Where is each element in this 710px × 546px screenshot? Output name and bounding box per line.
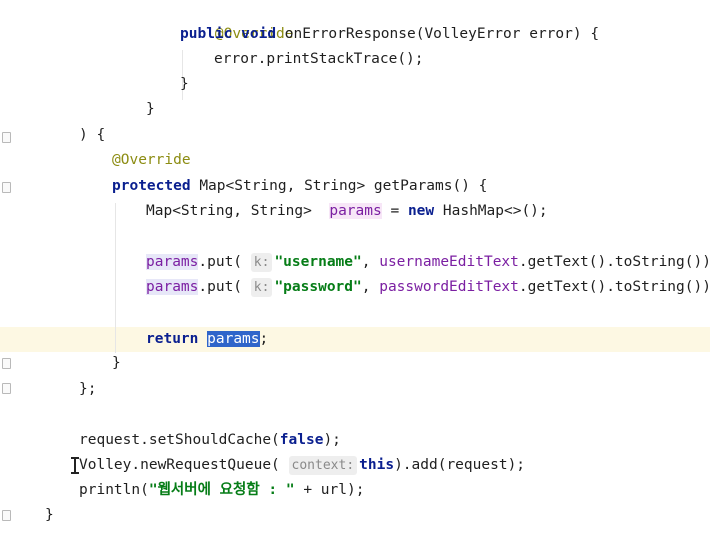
code-line[interactable]: } [146,97,155,122]
string-literal: "password" [274,279,362,295]
keyword-void: void [241,26,277,42]
call-end: + url); [294,482,365,498]
code-line[interactable]: } [45,503,54,528]
annotation: @Override [112,152,191,168]
code-line[interactable]: params.put( k:"password", passwordEditTe… [146,275,710,300]
field-reference: usernameEditText [379,254,519,270]
code-line[interactable]: request.setShouldCache(false); [79,428,341,453]
fold-marker-icon[interactable] [2,383,11,394]
keyword-public: public [180,26,233,42]
keyword-this: this [359,457,395,473]
keyword-new: new [407,203,435,219]
code-line[interactable]: protected Map<String, String> getParams(… [112,174,487,199]
operator: = [381,203,408,219]
code-line[interactable]: } [112,351,121,376]
variable-params: params [146,254,199,270]
method-signature: Map<String, String> getParams() { [199,178,488,194]
code-line[interactable]: @Override [112,148,191,173]
call-end: ); [323,432,341,448]
code-line[interactable]: params.put( k:"username", usernameEditTe… [146,250,710,275]
text-cursor-icon [71,457,79,474]
method-chain: .getText().toString()) [518,279,710,295]
closing-brace: } [146,101,155,117]
constructor-call: HashMap<>(); [442,203,548,219]
method-call: Volley.newRequestQueue( [79,457,280,473]
field-reference: passwordEditText [379,279,519,295]
fold-marker-icon[interactable] [2,358,11,369]
statement: error.printStackTrace(); [214,51,424,67]
fold-marker-icon[interactable] [2,132,11,143]
method-chain: ).add(request); [394,457,526,473]
method-call: .put( [198,279,243,295]
code-line[interactable]: error.printStackTrace(); [214,47,424,72]
closing-brace: } [112,355,121,371]
code-line[interactable]: } [180,72,189,97]
code-line[interactable]: ) { [79,123,105,148]
semicolon: ; [259,331,269,347]
parameter-hint: context: [288,456,358,475]
closing-brace: }; [79,381,97,397]
method-call: request.setShouldCache( [79,432,280,448]
open-block: ) { [79,127,106,143]
code-line[interactable]: Map<String, String> params = new HashMap… [146,199,548,224]
closing-brace: } [180,76,189,92]
parameter-hint: k: [250,253,273,272]
method-call: .put( [198,254,243,270]
selected-text[interactable]: params [207,331,260,347]
closing-brace: } [45,507,54,523]
separator: , [361,279,380,295]
indent-guide [115,203,116,353]
code-line[interactable]: println("웹서버에 요청함 : " + url); [79,478,364,503]
indent-guide [182,50,183,100]
keyword-false: false [279,432,324,448]
current-line-highlight [0,327,710,352]
code-line[interactable]: Volley.newRequestQueue( context:this).ad… [79,453,525,478]
method-call: println( [79,482,149,498]
separator: , [361,254,380,270]
string-literal: "username" [274,254,362,270]
fold-marker-icon[interactable] [2,510,11,521]
method-chain: .getText().toString()) [518,254,710,270]
fold-marker-icon[interactable] [2,182,11,193]
code-line[interactable]: public void onErrorResponse(VolleyError … [180,22,599,47]
string-literal: "웹서버에 요청함 : " [148,482,295,498]
code-line[interactable]: @Override [180,0,294,42]
code-line[interactable]: }; [79,377,96,402]
method-signature: onErrorResponse(VolleyError error) { [284,26,600,42]
keyword-protected: protected [112,178,191,194]
annotation: @Override [214,26,294,42]
type-name: Map<String, String> [146,203,312,219]
variable-params: params [329,203,382,219]
editor-gutter [0,0,14,546]
code-line[interactable]: return params; [146,327,268,352]
parameter-hint: k: [250,278,273,297]
variable-params: params [146,279,199,295]
keyword-return: return [146,331,199,347]
